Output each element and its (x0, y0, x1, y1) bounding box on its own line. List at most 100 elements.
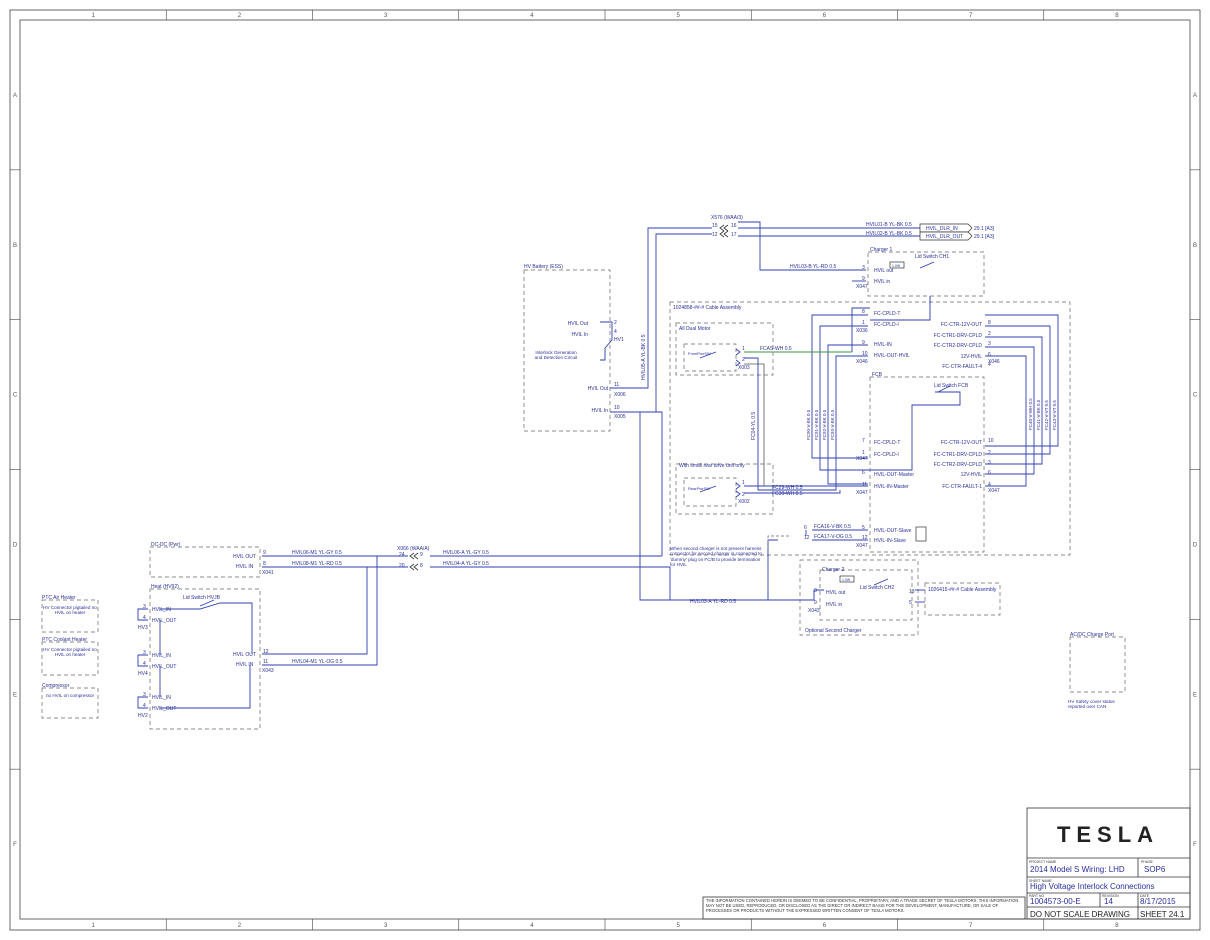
pin-label: FC-CTR1-DRV-CPLD (934, 452, 983, 458)
pin-number: 3 (988, 341, 991, 347)
pin-number: 6 (862, 470, 865, 476)
pin-label: FC-CTR1-DRV-CPLD (934, 333, 983, 339)
column-label: 5 (676, 923, 680, 929)
charger1-title: Charger 1 (870, 247, 892, 253)
pin-number: 10 (862, 351, 868, 357)
column-label: 3 (384, 13, 388, 19)
row-label: A (1193, 93, 1197, 99)
dcdc-pin: 8 (263, 561, 266, 567)
column-label: 8 (1115, 923, 1119, 929)
column-label: 1 (91, 923, 95, 929)
offsheet-flags (919, 223, 973, 241)
battery-conn: HV1 (614, 337, 624, 343)
offsheet-label: HVIL_DLR_IN (926, 226, 958, 232)
column-label: 8 (1115, 13, 1119, 19)
charger2-box (819, 569, 913, 621)
pin-number: 10 (988, 438, 994, 444)
hvil-wiring (137, 221, 1059, 709)
cable-assembly-box (669, 301, 1071, 556)
front-sw-label: FrontPwrSW (688, 351, 711, 356)
ptc-air-box (41, 599, 99, 633)
phase-value: SOP6 (1144, 865, 1166, 874)
front-pwr-sw-box (683, 343, 737, 372)
side-box-body: no HVIL on compressor (45, 693, 95, 698)
x066-pin: 8 (420, 563, 423, 569)
wire-label: FC92-V-BK 0.5 (822, 409, 827, 440)
rear-sw-pin: 2 (742, 492, 745, 498)
wire-label: FC42-V-VT 0.5 (1044, 400, 1049, 430)
battery-pin-label: HVIL In (572, 332, 589, 338)
wire-label: FC90-V-BK 0.5 (806, 409, 811, 440)
fcb-slave-pin: 12 (804, 535, 810, 541)
date: 8/17/2015 (1140, 897, 1176, 906)
wire-label: HVIL08-M1 YL-RD 0.5 (292, 561, 342, 567)
fcb-conn: X047 (856, 490, 868, 496)
fuse-box-pin: 11 (263, 659, 268, 665)
row-label: F (13, 842, 17, 848)
side-box-title: Compressor (42, 683, 70, 689)
column-label: 4 (530, 923, 534, 929)
column-label: 6 (823, 923, 827, 929)
fcb-slave-pin: 12 (862, 535, 868, 541)
column-label: 5 (676, 13, 680, 19)
fuse-box-pin: 12 (263, 649, 269, 655)
column-grid (10, 10, 1200, 930)
wire-label: HVIL03-A YL-RD 0.5 (690, 599, 736, 605)
pin-label: 12V-HVIL (961, 354, 983, 360)
pin-label: FC-CTR-FAULT-1 (942, 484, 982, 490)
pin-number: 1 (862, 450, 865, 456)
charger1-pin-label: HVIL out (874, 268, 894, 274)
note-pointer (767, 535, 790, 548)
battery-pin-label: HVIL Out (568, 321, 589, 327)
battery-box (523, 269, 611, 432)
rear-sw-label: RearPwrSW (688, 486, 710, 491)
fuse-box-title: Heat (HV92) (151, 584, 179, 590)
fuse-group-out: HVIL_OUT (152, 664, 176, 670)
sheet-frame (9, 9, 1201, 931)
wire-label: HVIL06-M1 YL-GY 0.5 (292, 550, 342, 556)
battery-conn: X005 (614, 414, 626, 420)
side-box-body: HV Connector pigtailed no HVIL on heater (43, 605, 97, 616)
pin-number: 3 (988, 460, 991, 466)
wire-label: FC93-V-BK 0.5 (830, 409, 835, 440)
row-label: C (13, 393, 18, 399)
battery-pin: 4 (614, 329, 617, 335)
fcb-conn-right: X047 (988, 488, 1000, 494)
fuse-group-in: HVIL_IN (152, 653, 171, 659)
battery-pin: 2 (614, 320, 617, 326)
wire-label: FCA17-V-OG 0.5 (814, 534, 852, 540)
fcb-slave-pin: 6 (804, 525, 807, 531)
pin-number: 4 (988, 362, 991, 368)
tesla-logo: TESLA (1057, 822, 1159, 847)
offsheet-label: HVIL_DLR_OUT (926, 234, 963, 240)
side-box-title: PTC Air Heater (42, 595, 76, 601)
row-label: B (1193, 243, 1197, 249)
pin-label: 12V-HVIL (961, 472, 983, 478)
pin-label: FC-CPLD-T (874, 440, 900, 446)
scale-note: DO NOT SCALE DRAWING (1030, 910, 1130, 919)
x003-label: X003 (738, 365, 750, 371)
charger1-pin-label: HVIL in (874, 279, 890, 285)
fuse-box-lid: Lid Switch HVJB (183, 595, 221, 601)
charger1-lid: Lid Switch CH1 (915, 254, 949, 260)
fc-upper-conn: X036 (856, 328, 868, 334)
x576-pin: 12 (712, 232, 718, 238)
charger1-box (867, 251, 985, 297)
project-name: 2014 Model S Wiring: LHD (1030, 865, 1125, 874)
wire-label: FC91-V-BK 0.5 (814, 409, 819, 440)
fcb-title: FCB (872, 372, 883, 378)
charger2-pin: 5 (909, 600, 912, 606)
optional-charger-box (799, 559, 919, 636)
date-label: DATE (1140, 894, 1150, 898)
fcb-slave-label: HVIL-OUT-Slave (874, 528, 911, 534)
column-label: 1 (91, 13, 95, 19)
rear-note: With small rear drive unit only (679, 463, 745, 469)
fuse-group-pin: 3 (143, 604, 146, 610)
revision: 14 (1104, 897, 1113, 906)
pin-label: HVIL-OUT-Master (874, 472, 914, 478)
fc-upper-conn-right: X046 (988, 359, 1000, 365)
